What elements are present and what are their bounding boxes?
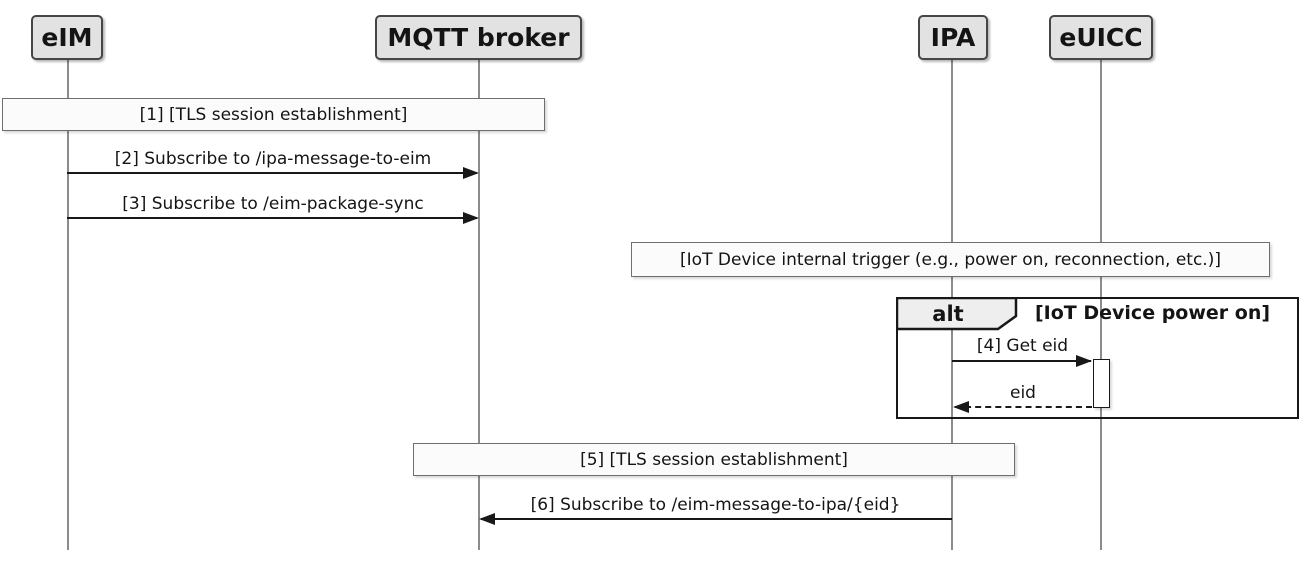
note-tls-session-1-label: [1] [TLS session establishment] bbox=[139, 104, 408, 125]
message-3-label: [3] Subscribe to /eim-package-sync bbox=[122, 194, 424, 214]
participant-eim: eIM bbox=[31, 15, 103, 60]
alt-operator-pentagon bbox=[896, 297, 1018, 331]
message-2-line bbox=[67, 172, 477, 174]
lifeline-euicc bbox=[1100, 60, 1102, 550]
message-2-arrowhead-icon bbox=[463, 167, 479, 179]
message-3-line bbox=[67, 217, 477, 219]
participant-euicc: eUICC bbox=[1049, 15, 1153, 60]
message-4-line bbox=[952, 360, 1091, 362]
participant-ipa: IPA bbox=[918, 15, 988, 60]
message-6-line bbox=[481, 518, 952, 520]
message-6-arrowhead-icon bbox=[479, 513, 495, 525]
lifeline-eim bbox=[67, 60, 69, 550]
message-6-label: [6] Subscribe to /eim-message-to-ipa/{ei… bbox=[530, 495, 901, 515]
participant-ipa-label: IPA bbox=[930, 23, 976, 52]
note-tls-session-5-label: [5] [TLS session establishment] bbox=[580, 449, 848, 470]
message-eid-return-arrowhead-icon bbox=[953, 401, 969, 413]
message-eid-return-line bbox=[955, 406, 1092, 408]
message-eid-return-label: eid bbox=[1010, 383, 1036, 403]
message-2-label: [2] Subscribe to /ipa-message-to-eim bbox=[114, 149, 432, 169]
participant-mqtt-broker: MQTT broker bbox=[375, 15, 582, 60]
lifeline-mqtt-broker bbox=[478, 60, 480, 550]
message-3-arrowhead-icon bbox=[463, 212, 479, 224]
message-4-arrowhead-icon bbox=[1076, 355, 1092, 367]
activation-bar-euicc bbox=[1093, 359, 1110, 408]
note-iot-device-trigger-label: [IoT Device internal trigger (e.g., powe… bbox=[680, 249, 1221, 270]
note-tls-session-1: [1] [TLS session establishment] bbox=[2, 98, 545, 131]
participant-euicc-label: eUICC bbox=[1059, 23, 1143, 52]
message-4-label: [4] Get eid bbox=[976, 336, 1069, 356]
participant-eim-label: eIM bbox=[41, 23, 93, 52]
note-tls-session-5: [5] [TLS session establishment] bbox=[413, 443, 1015, 476]
alt-operator-label: alt bbox=[932, 301, 964, 326]
participant-mqtt-broker-label: MQTT broker bbox=[387, 23, 570, 52]
alt-frame bbox=[896, 297, 1299, 419]
note-iot-device-trigger: [IoT Device internal trigger (e.g., powe… bbox=[631, 242, 1270, 277]
alt-condition-label: [IoT Device power on] bbox=[1035, 302, 1271, 324]
